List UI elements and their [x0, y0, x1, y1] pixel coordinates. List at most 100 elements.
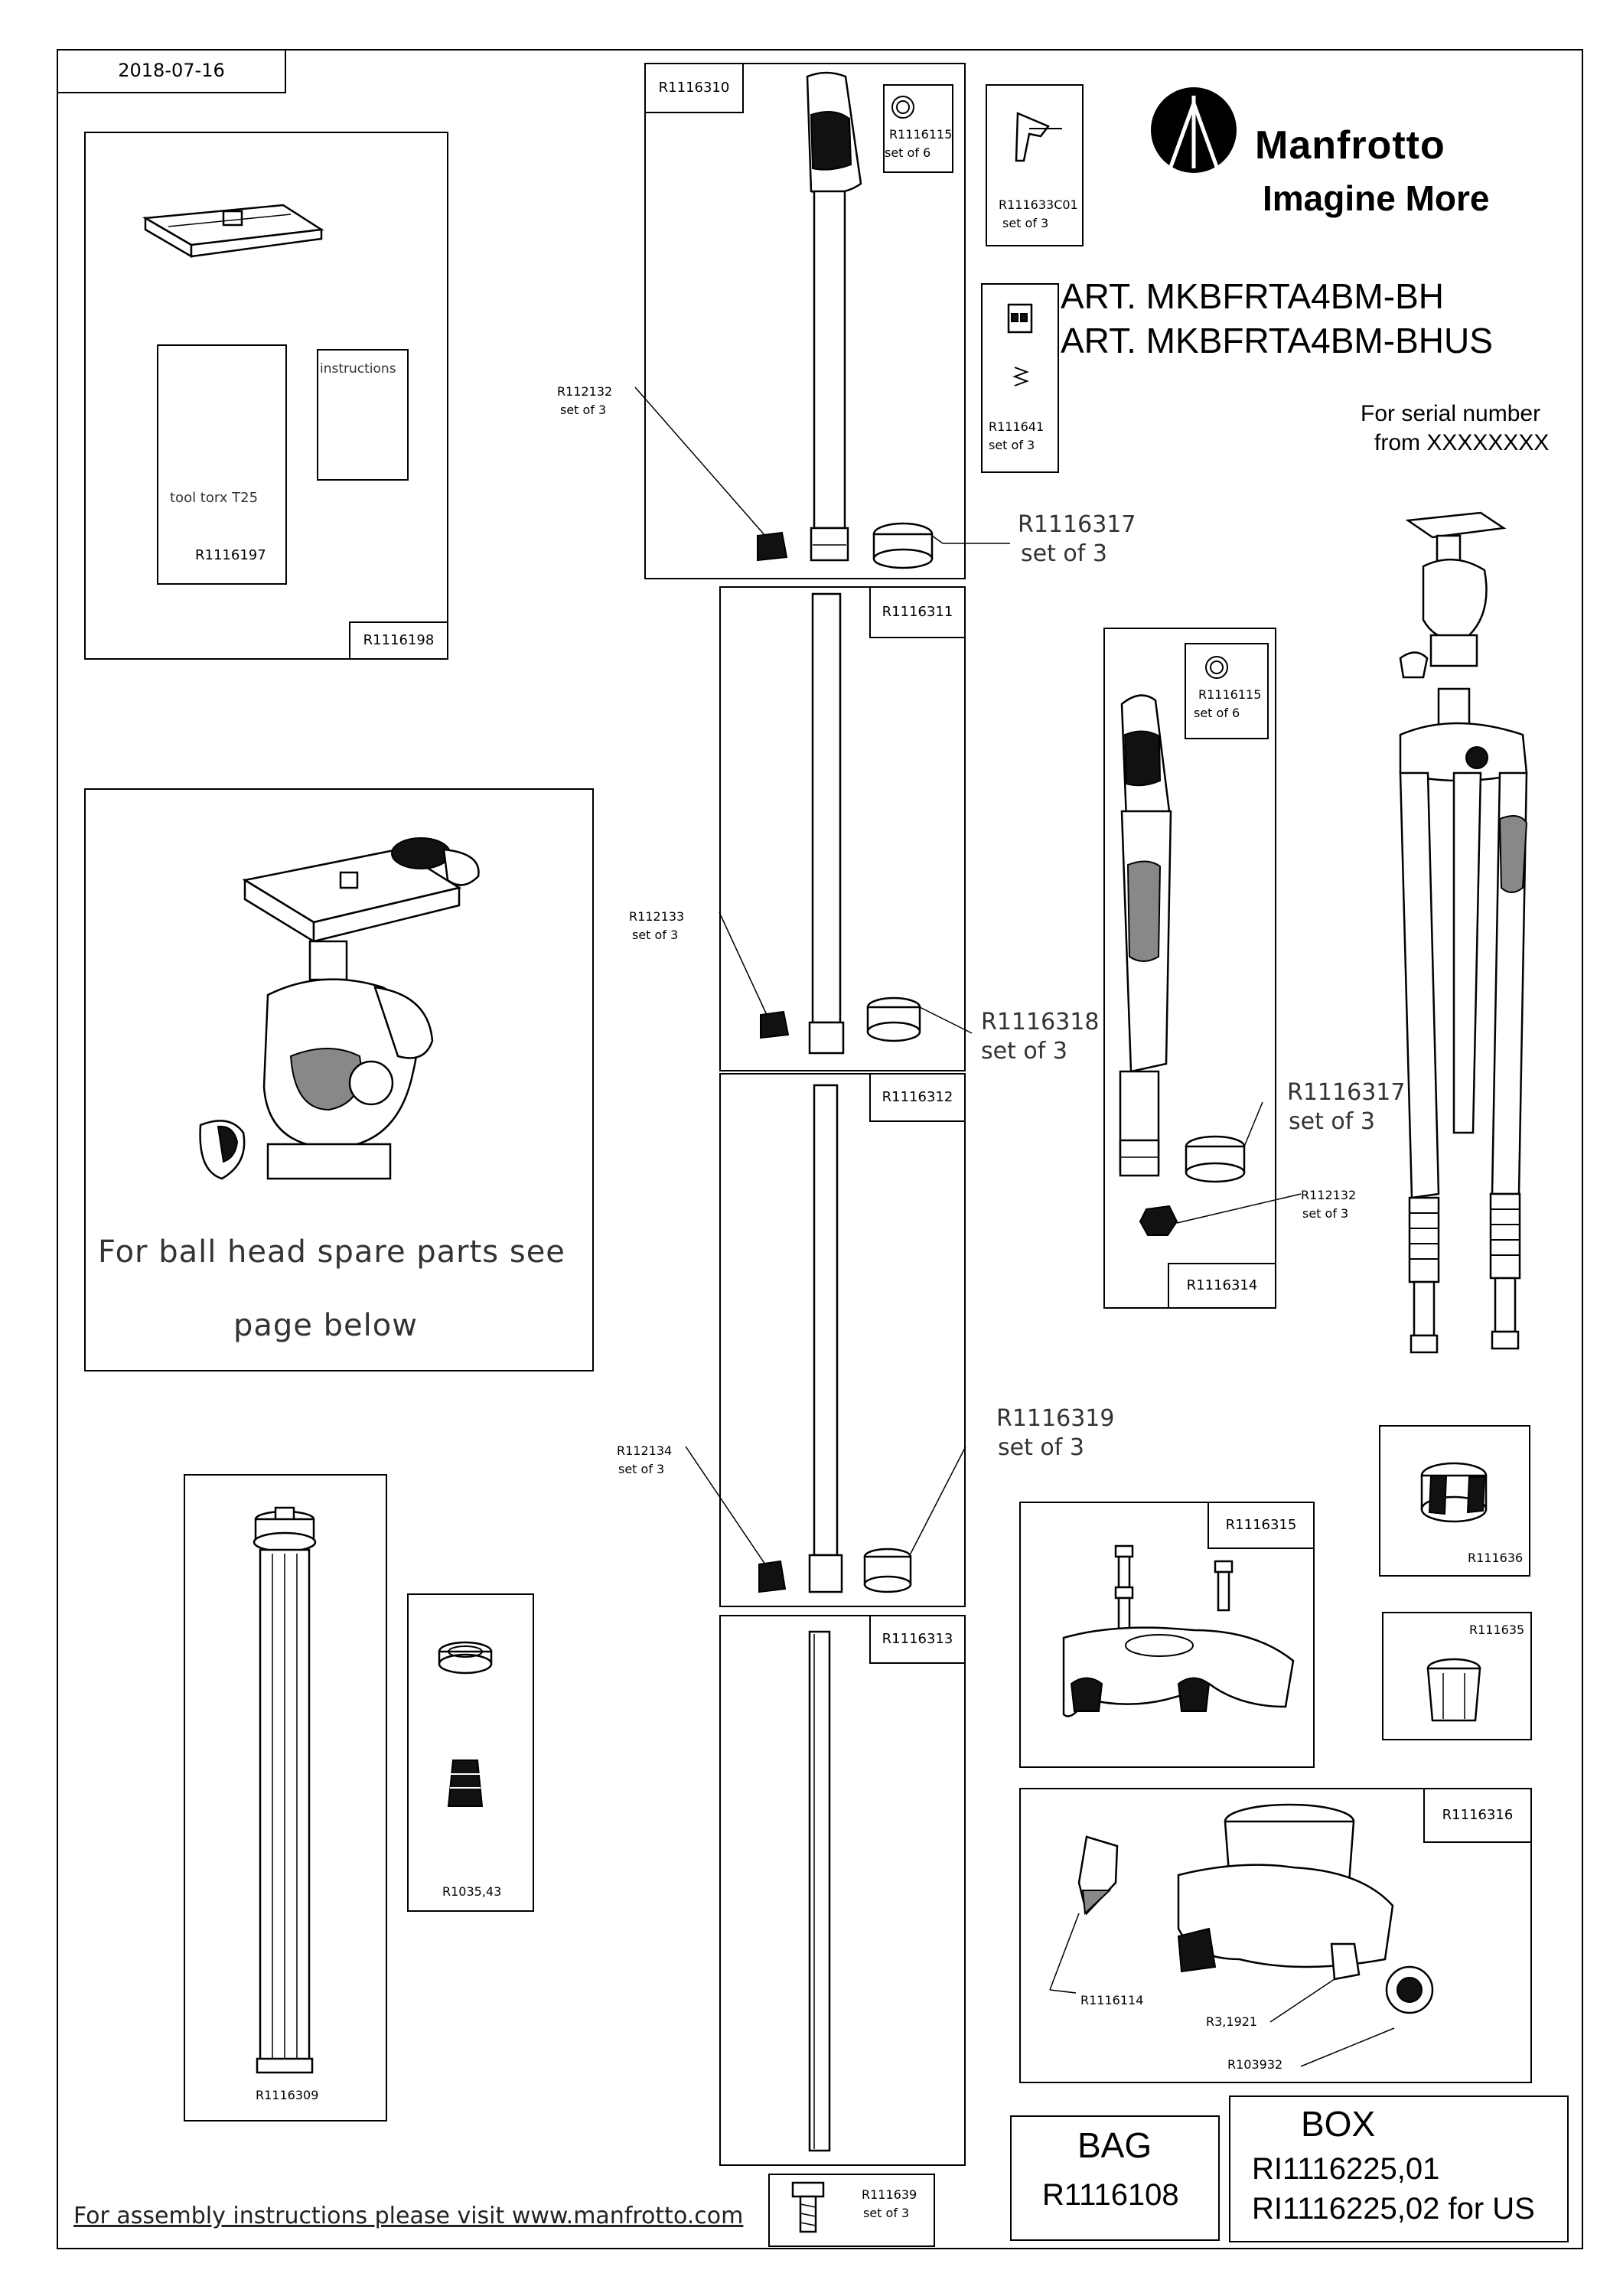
- ballhead-box: [84, 788, 594, 1371]
- column-parts-box: [407, 1593, 534, 1912]
- tool-code: R1116197: [195, 547, 266, 563]
- brand-tagline: Imagine More: [1263, 178, 1490, 218]
- leg4-code: R1116313: [869, 1615, 966, 1664]
- hub-code: R1116316: [1423, 1788, 1532, 1843]
- article-line-2: ART. MKBFRTA4BM-BHUS: [1061, 321, 1493, 360]
- column-box: [184, 1474, 387, 2122]
- spider-code: R1116315: [1207, 1502, 1315, 1549]
- leg1-collar-code: R1116317: [1018, 511, 1136, 538]
- screw-box: [768, 2174, 935, 2247]
- leg2-box: [719, 586, 966, 1071]
- clamp1-code: R111636: [1468, 1551, 1524, 1565]
- drawing-frame: [57, 49, 1583, 2249]
- leg-assy-ring-box: [1185, 643, 1269, 739]
- leg3-collar-code: R1116319: [996, 1405, 1115, 1432]
- package-box: [1229, 2095, 1569, 2242]
- clamp2-code: R111635: [1469, 1623, 1525, 1637]
- leg2-collar-code: R1116318: [981, 1009, 1100, 1035]
- ballhead-note-line-1: For ball head spare parts see: [98, 1234, 565, 1270]
- bag-code: R1116108: [1042, 2178, 1179, 2212]
- box-line-1: RI1116225,01: [1252, 2152, 1440, 2186]
- serial-line-2: from XXXXXXXX: [1374, 430, 1550, 455]
- hub-box: [1019, 1788, 1532, 2083]
- leg1-box: [644, 63, 966, 579]
- brand-name: Manfrotto: [1255, 123, 1445, 168]
- serial-line-1: For serial number: [1361, 401, 1541, 426]
- clamp2-box: [1382, 1612, 1532, 1740]
- leg-assy-collar-qty: set of 3: [1289, 1108, 1375, 1135]
- leg1-ring-box: [883, 84, 953, 173]
- box-title: BOX: [1301, 2104, 1376, 2144]
- leg-assy-code: R1116314: [1168, 1263, 1276, 1309]
- assembly-instructions-link[interactable]: For assembly instructions please visit w…: [73, 2203, 744, 2229]
- leg1-lever-box: [986, 84, 1084, 246]
- leg-assy-foot-code: R112132: [1301, 1188, 1357, 1202]
- leg1-collar-qty: set of 3: [1021, 540, 1107, 567]
- leg1-ring-code: R1116115: [889, 127, 953, 142]
- bag-title: BAG: [1077, 2125, 1152, 2165]
- leg-assy-ring-code: R1116115: [1198, 687, 1262, 702]
- leg1-ring-qty: set of 6: [885, 145, 931, 160]
- column-parts-code: R1035,43: [442, 1884, 502, 1899]
- leg2-collar-qty: set of 3: [981, 1038, 1067, 1065]
- leg2-foot-qty: set of 3: [632, 928, 679, 942]
- article-line-1: ART. MKBFRTA4BM-BH: [1061, 276, 1444, 316]
- hub-knob-code: R3,1921: [1206, 2014, 1258, 2029]
- leg3-box: [719, 1073, 966, 1607]
- column-code: R1116309: [256, 2088, 319, 2102]
- leg1-lever-code: R111633C01: [999, 197, 1078, 212]
- hub-cap-code: R103932: [1227, 2057, 1283, 2072]
- screw-qty: set of 3: [863, 2206, 910, 2220]
- leg3-code: R1116312: [869, 1073, 966, 1122]
- leg1-clip-qty: set of 3: [989, 438, 1035, 452]
- tool-box: [157, 344, 287, 585]
- leg1-foot-qty: set of 3: [560, 403, 607, 417]
- spider-box: [1019, 1502, 1315, 1768]
- leg-assy-collar-code: R1116317: [1287, 1079, 1406, 1106]
- leg3-collar-qty: set of 3: [998, 1434, 1084, 1461]
- screw-code: R111639: [862, 2187, 917, 2202]
- leg3-foot-qty: set of 3: [618, 1462, 665, 1476]
- bag-box: [1010, 2115, 1220, 2241]
- plate-kit-code: R1116198: [349, 621, 448, 660]
- leg1-code: R1116310: [644, 63, 744, 113]
- clamp1-box: [1379, 1425, 1530, 1577]
- leg1-foot-code: R112132: [557, 384, 613, 399]
- leg1-lever-qty: set of 3: [1002, 216, 1049, 230]
- plate-kit-box: [84, 132, 448, 660]
- leg-assy-ring-qty: set of 6: [1194, 706, 1240, 720]
- leg2-code: R1116311: [869, 586, 966, 638]
- leg3-foot-code: R112134: [617, 1443, 673, 1458]
- hub-lever-code: R1116114: [1080, 1993, 1144, 2007]
- box-line-2: RI1116225,02 for US: [1252, 2192, 1535, 2226]
- instructions-sheet: [317, 349, 409, 481]
- leg2-foot-code: R112133: [629, 909, 685, 924]
- date-box: 2018-07-16: [57, 49, 286, 93]
- ballhead-note-line-2: page below: [233, 1308, 418, 1343]
- leg1-clip-box: [981, 283, 1059, 473]
- leg-assy-foot-qty: set of 3: [1302, 1206, 1349, 1221]
- tool-label: tool torx T25: [170, 490, 259, 506]
- instructions-label: instructions: [320, 361, 396, 377]
- leg4-box: [719, 1615, 966, 2166]
